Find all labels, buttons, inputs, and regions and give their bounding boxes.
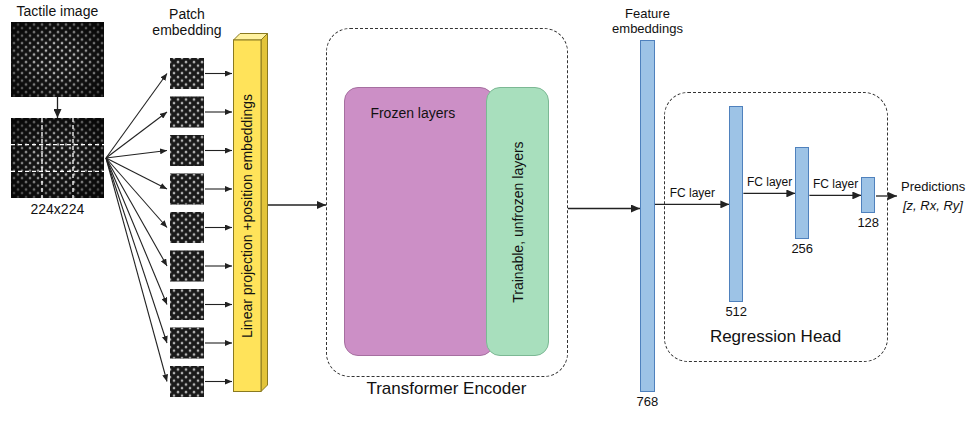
patch-pictures: [170, 58, 204, 397]
dimension-label: 768: [637, 395, 659, 410]
fan-arrows: [106, 74, 167, 382]
edge-label: FC layer: [669, 187, 716, 201]
layer-label: Frozen layers: [370, 105, 455, 121]
frozen-layers: Frozen layers: [344, 87, 494, 356]
output-vector: [z, Rx, Ry]: [903, 199, 963, 214]
size-label: 224x224: [31, 201, 85, 217]
section-label: Patch embedding: [147, 6, 227, 38]
dimension-label: 256: [791, 242, 813, 257]
block-label: Linear projection +position embeddings: [239, 94, 255, 338]
arrow-connector: [268, 204, 326, 205]
arrow-connector: [57, 97, 58, 118]
embedding-bar: Feature embeddings768: [640, 40, 655, 392]
tactile-image: Tactile image: [11, 22, 104, 97]
group-title: Transformer Encoder: [366, 379, 526, 399]
tactile-picture: [11, 22, 104, 97]
patch-grid-image: 224x224: [11, 118, 104, 198]
group-title: Regression Head: [710, 327, 841, 347]
dimension-label: 512: [725, 305, 747, 320]
dimension-label: 128: [857, 216, 879, 231]
trainable-layers: Trainable, unfrozen layers: [486, 87, 549, 356]
fc-bar: 128: [861, 177, 875, 213]
fc-bar: 512: [729, 106, 743, 302]
block-side-face: [261, 34, 268, 392]
grid-picture: [11, 118, 104, 198]
bar-title: Feature embeddings: [598, 7, 698, 37]
fc-bar: 256: [795, 147, 809, 239]
head-group: Regression Head 512 256 128: [664, 92, 888, 362]
block-front-face: [234, 40, 262, 392]
projection-block: Linear projection +position embeddings: [233, 33, 268, 392]
layer-label: Trainable, unfrozen layers: [510, 141, 526, 302]
arrow-connector: [568, 208, 640, 209]
edge-label: FC layer: [812, 178, 859, 192]
edge-label: FC layer: [746, 176, 793, 190]
image-title: Tactile image: [17, 3, 99, 19]
arrow-connector: [743, 193, 795, 194]
output-label: Predictions: [901, 180, 965, 195]
arrow-connector: [655, 204, 729, 205]
output-arrow: [876, 195, 897, 196]
arrow-connector: [809, 195, 861, 196]
encoder-group: Transformer EncoderFrozen layersTrainabl…: [326, 28, 568, 377]
patch-arrows: [205, 74, 232, 382]
